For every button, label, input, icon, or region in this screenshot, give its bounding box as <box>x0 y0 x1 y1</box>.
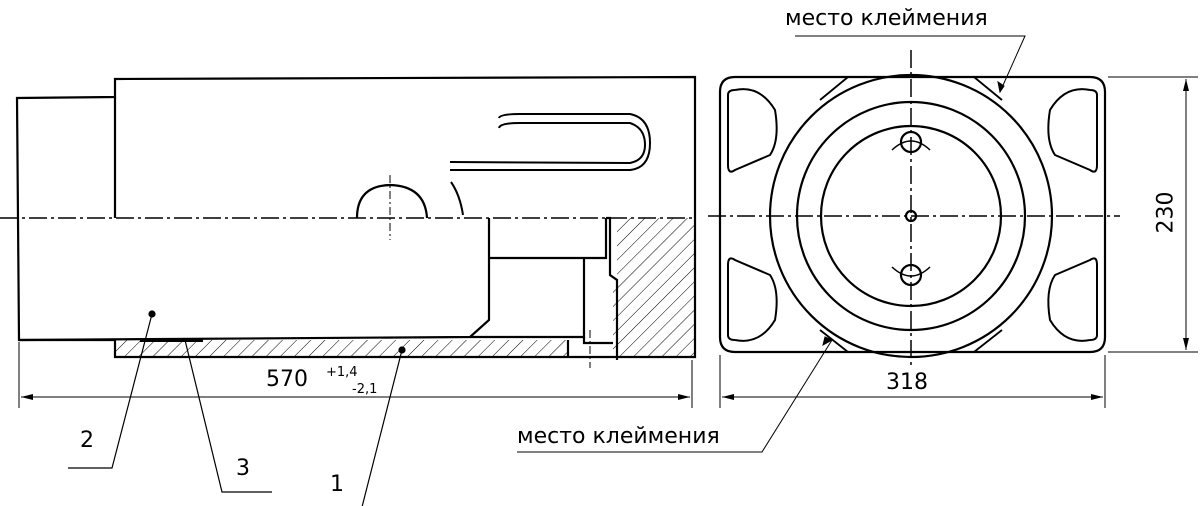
marking-place-label-bottom: место клеймения <box>517 424 720 449</box>
callout-1: 1 <box>330 472 344 497</box>
base-plate-hatch <box>115 340 568 357</box>
wall-hatch <box>613 218 695 357</box>
length-tol-upper: +1,4 <box>326 365 358 380</box>
end-view <box>708 50 1120 368</box>
length-value: 570 <box>266 367 308 392</box>
callout-3: 3 <box>236 456 250 481</box>
callout-2: 2 <box>80 428 94 453</box>
width-dimension: 318 <box>886 370 928 395</box>
length-dimension: 570 +1,4 -2,1 <box>266 365 377 397</box>
dimension-lines <box>18 35 1198 453</box>
marking-place-label-top: место клеймения <box>785 6 988 31</box>
side-section-view <box>0 75 697 368</box>
callout-leaders <box>68 310 406 506</box>
length-tol-lower: -2,1 <box>352 382 378 397</box>
height-dimension: 230 <box>1153 191 1179 234</box>
